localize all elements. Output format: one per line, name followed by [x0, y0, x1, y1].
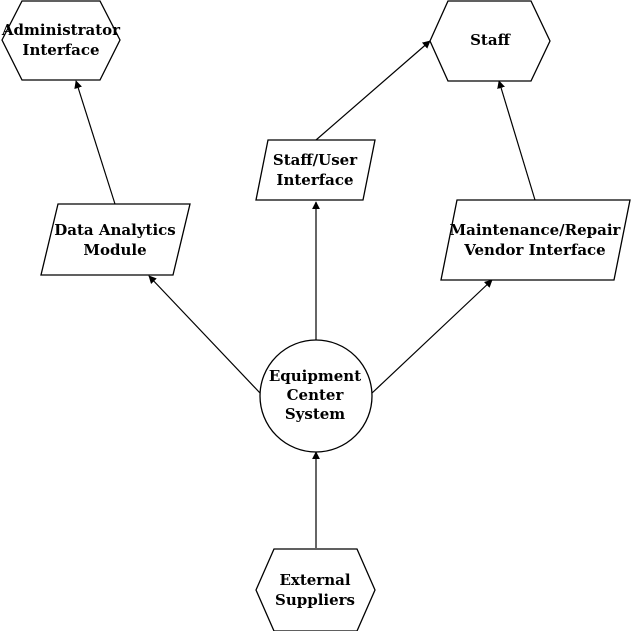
edge-staff-user-to-staff	[315, 40, 431, 141]
hexagon-shape	[429, 0, 551, 82]
node-data-analytics-module: Data Analytics Module	[40, 203, 191, 276]
node-label: Equipment	[269, 367, 361, 385]
node-equipment-center-system: Equipment Center System	[259, 339, 373, 453]
node-administrator-interface: Administrator Interface	[1, 0, 121, 81]
node-external-suppliers: External Suppliers	[255, 548, 376, 631]
node-label: Vendor Interface	[463, 241, 605, 259]
node-label: Center	[287, 386, 345, 404]
parallelogram-shape	[40, 203, 191, 276]
node-label: Module	[83, 241, 146, 259]
edge-equipment-to-data-analytics	[148, 275, 261, 394]
node-label: Staff/User	[273, 151, 358, 169]
node-staff: Staff	[429, 0, 551, 82]
node-label: External	[279, 571, 350, 589]
node-label: Staff	[470, 31, 511, 49]
node-staff-user-interface: Staff/User Interface	[255, 139, 376, 201]
edge-equipment-to-maintenance	[370, 279, 493, 395]
node-label: Interface	[22, 41, 99, 59]
node-label: Suppliers	[275, 591, 355, 609]
node-label: Maintenance/Repair	[450, 221, 622, 239]
node-label: System	[285, 405, 345, 423]
edge-maintenance-to-staff	[497, 80, 536, 201]
hexagon-shape	[255, 548, 376, 631]
node-label: Administrator	[1, 21, 121, 39]
node-maintenance-vendor-interface: Maintenance/Repair Vendor Interface	[440, 199, 631, 281]
node-label: Interface	[276, 171, 353, 189]
parallelogram-shape	[255, 139, 376, 201]
hexagon-shape	[1, 0, 121, 81]
node-label: Data Analytics	[54, 221, 175, 239]
edge-data-analytics-to-admin	[74, 80, 116, 205]
parallelogram-shape	[440, 199, 631, 281]
edges	[74, 40, 536, 548]
circle-shape	[259, 339, 373, 453]
